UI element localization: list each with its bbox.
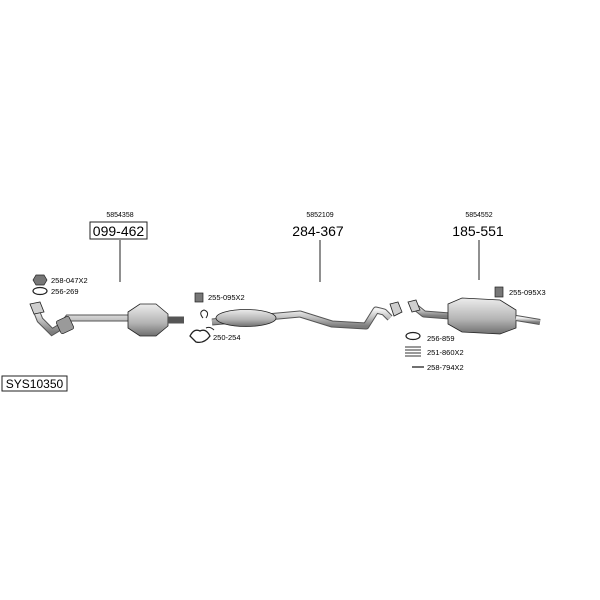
front-pipe-drawing <box>29 301 184 337</box>
fitting-label: 255-095X3 <box>509 288 546 297</box>
catalytic-converter <box>127 303 169 337</box>
fitting-gasket-front[interactable]: 256-269 <box>32 286 79 296</box>
oem-number-front: 5854358 <box>106 212 133 219</box>
fitting-gasket-rear[interactable]: 256-859 <box>405 331 455 344</box>
system-code-box <box>1 375 68 392</box>
fitting-label: 256-859 <box>427 334 455 343</box>
system-code: SYS10350 <box>1 375 68 392</box>
fitting-clamp-middle[interactable]: 255-095X2 <box>194 292 245 303</box>
front-pipe-assembly[interactable]: 5854358 099-462 <box>29 212 184 337</box>
clamp-ring-icon <box>205 326 215 331</box>
oem-number-rear: 5854552 <box>465 212 492 219</box>
fitting-clamp-inline-middle <box>200 309 215 331</box>
center-muffler <box>215 309 277 327</box>
fitting-label: 256-269 <box>51 287 79 296</box>
clamp-icon <box>494 286 504 298</box>
fitting-label: 258-794X2 <box>427 363 464 372</box>
gasket-icon <box>32 286 48 296</box>
rear-muffler-drawing <box>407 297 541 335</box>
fitting-label: 258-047X2 <box>51 276 88 285</box>
spring-icon <box>405 346 421 357</box>
fitting-spring-rear[interactable]: 251-860X2 <box>405 346 464 357</box>
nut-icon <box>32 274 48 286</box>
fitting-label: 250-254 <box>213 333 241 342</box>
part-number-front[interactable]: 099-462 <box>93 223 145 239</box>
rear-silencer <box>447 297 517 335</box>
part-number-rear[interactable]: 185-551 <box>452 223 504 239</box>
fitting-clamp-front[interactable]: 258-047X2 <box>32 274 88 286</box>
part-number-middle[interactable]: 284-367 <box>292 223 344 239</box>
gasket-icon <box>405 331 421 341</box>
system-code-label: SYS10350 <box>6 377 64 391</box>
clamp-ring-icon <box>200 309 209 319</box>
part-number-box <box>89 221 148 240</box>
fitting-label: 251-860X2 <box>427 348 464 357</box>
fitting-hanger-middle[interactable]: 250-254 <box>189 329 241 344</box>
fitting-clamp-rear[interactable]: 255-095X3 <box>494 286 546 298</box>
hanger-icon <box>189 329 211 344</box>
clamp-icon <box>194 292 204 303</box>
oem-number-middle: 5852109 <box>306 212 333 219</box>
middle-pipe-assembly[interactable]: 5852109 284-367 <box>211 212 403 330</box>
fitting-bolt-rear[interactable]: 258-794X2 <box>412 363 464 372</box>
fitting-label: 255-095X2 <box>208 293 245 302</box>
rear-muffler-assembly[interactable]: 5854552 185-551 <box>407 212 541 335</box>
middle-pipe-drawing <box>211 301 403 330</box>
